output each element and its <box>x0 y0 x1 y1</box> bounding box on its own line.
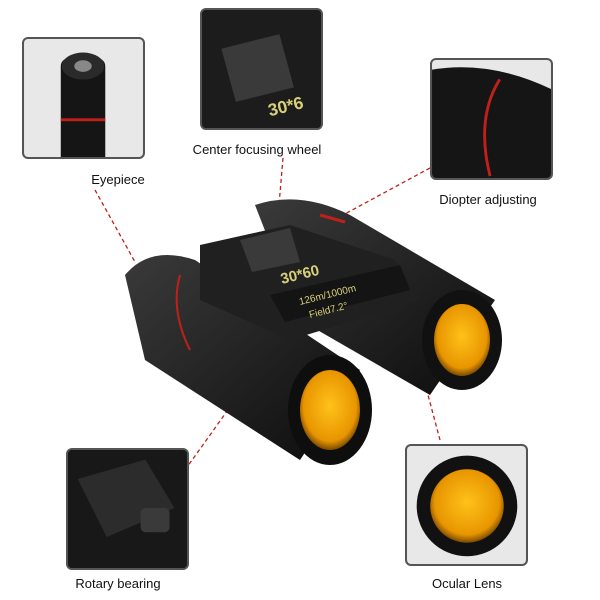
diopter-detail-box <box>430 58 553 180</box>
center-focusing-wheel-label: Center focusing wheel <box>192 142 322 157</box>
bridge <box>200 225 420 340</box>
eyepiece-detail-box <box>22 37 145 159</box>
focus-wheel <box>240 228 300 272</box>
ocular-lens-detail-box <box>405 444 528 566</box>
rotary-bearing-detail-box <box>66 448 189 570</box>
ocular-lens-label: Ocular Lens <box>431 576 503 591</box>
center-focusing-wheel-detail-box: 30*6 <box>200 8 323 130</box>
right-lens <box>434 304 490 376</box>
left-lens <box>300 370 360 450</box>
eyepiece-label: Eyepiece <box>91 172 145 187</box>
rotary-bearing-label: Rotary bearing <box>75 576 161 591</box>
left-barrel <box>125 255 372 465</box>
diopter-adjusting-label: Diopter adjusting <box>439 192 537 207</box>
